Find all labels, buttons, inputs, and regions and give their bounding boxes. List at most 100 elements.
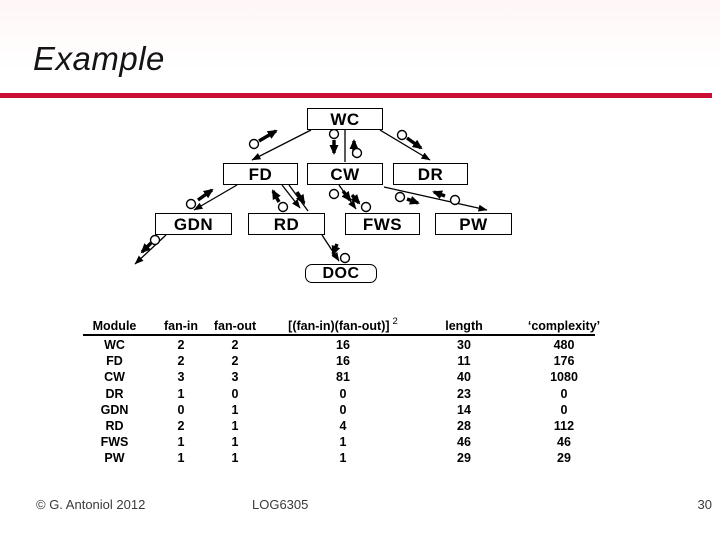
table-cell: 1 bbox=[231, 402, 239, 417]
node-wc: WC bbox=[307, 108, 383, 130]
table-cell: 11 bbox=[457, 354, 471, 369]
row-label: DR bbox=[105, 386, 124, 401]
table-cell: 23 bbox=[457, 386, 471, 401]
col-header-length: length bbox=[445, 318, 483, 333]
table-cell: 29 bbox=[557, 451, 571, 466]
table-cell: 1 bbox=[231, 419, 239, 434]
table-cell: 16 bbox=[336, 338, 350, 353]
table-cell: 2 bbox=[231, 338, 239, 353]
col-header-fan-out: fan-out bbox=[213, 318, 257, 333]
table-row-dr: DR 1 0 0 23 0 bbox=[83, 386, 632, 402]
table-cell: 1 bbox=[177, 435, 185, 450]
table-cell: 0 bbox=[177, 402, 185, 417]
table-cell: 1 bbox=[339, 435, 347, 450]
table-cell: 0 bbox=[560, 386, 568, 401]
node-label: WC bbox=[330, 109, 360, 129]
table-cell: 29 bbox=[457, 451, 471, 466]
edge-wc-dr bbox=[379, 129, 431, 161]
table-cell: 1 bbox=[177, 451, 185, 466]
table-cell: 2 bbox=[177, 338, 185, 353]
edge-fd-rd bbox=[271, 184, 309, 213]
node-pw: PW bbox=[435, 213, 512, 235]
table-cell: 2 bbox=[177, 419, 185, 434]
table-cell: 1 bbox=[231, 451, 239, 466]
table-cell: 112 bbox=[553, 419, 575, 434]
footer-page-number: 30 bbox=[697, 497, 712, 512]
node-label: RD bbox=[273, 214, 300, 234]
table-cell: 16 bbox=[336, 354, 350, 369]
table-cell: 176 bbox=[553, 354, 575, 369]
edge-cw-fws bbox=[328, 184, 372, 213]
row-label: WC bbox=[104, 338, 125, 353]
edge-wc-fd bbox=[248, 129, 312, 161]
row-label: GDN bbox=[100, 402, 129, 417]
table-cell: 1 bbox=[177, 386, 185, 401]
table-cell: 46 bbox=[557, 435, 571, 450]
table-cell: 0 bbox=[560, 402, 568, 417]
edge-gdn-out bbox=[134, 234, 167, 265]
footer-course-code: LOG6305 bbox=[252, 497, 309, 512]
product-exponent: 2 bbox=[392, 316, 398, 327]
table-cell: 1 bbox=[231, 435, 239, 450]
table-row-fd: FD 2 2 16 11 176 bbox=[83, 353, 632, 369]
table-row-wc: WC 2 2 16 30 480 bbox=[83, 337, 632, 353]
col-header-fan-in: fan-in bbox=[163, 318, 199, 333]
col-header-product: [(fan-in)(fan-out)]2 bbox=[254, 316, 432, 334]
table-cell: 46 bbox=[457, 435, 471, 450]
table-cell: 0 bbox=[339, 402, 347, 417]
table-cell: 0 bbox=[339, 386, 347, 401]
table-cell: 40 bbox=[457, 370, 471, 385]
slide-title: Example bbox=[33, 40, 165, 77]
node-rd: RD bbox=[248, 213, 325, 235]
table-header-row: Module fan-in fan-out [(fan-in)(fan-out)… bbox=[83, 316, 632, 334]
row-label: CW bbox=[104, 370, 125, 385]
node-label: FWS bbox=[362, 214, 403, 234]
table-row-pw: PW 1 1 1 29 29 bbox=[83, 450, 632, 466]
table-cell: 1080 bbox=[550, 370, 578, 385]
edge-rd-doc bbox=[321, 234, 351, 264]
table-row-fws: FWS 1 1 1 46 46 bbox=[83, 434, 632, 450]
node-cw: CW bbox=[307, 163, 383, 185]
node-label: CW bbox=[330, 164, 360, 184]
node-label: FD bbox=[248, 164, 273, 184]
edge-fd-gdn bbox=[185, 184, 238, 211]
table-body: WC 2 2 16 30 480 FD 2 2 16 11 176 CW 3 3… bbox=[83, 337, 632, 467]
col-header-complexity: ‘complexity’ bbox=[527, 318, 601, 333]
row-label: RD bbox=[105, 419, 124, 434]
table-cell: 480 bbox=[553, 338, 575, 353]
node-gdn: GDN bbox=[155, 213, 232, 235]
edge-cw-pw bbox=[383, 186, 488, 212]
edge-wc-cw bbox=[328, 128, 363, 162]
table-row-cw: CW 3 3 81 40 1080 bbox=[83, 369, 632, 385]
table-cell: 0 bbox=[231, 386, 239, 401]
row-label: PW bbox=[104, 451, 125, 466]
node-label: DR bbox=[417, 164, 444, 184]
node-doc: DOC bbox=[305, 264, 377, 283]
row-label: FWS bbox=[100, 435, 129, 450]
table-header-rule bbox=[83, 334, 595, 336]
table-cell: 2 bbox=[177, 354, 185, 369]
table-cell: 30 bbox=[457, 338, 471, 353]
table-cell: 1 bbox=[339, 451, 347, 466]
row-label: FD bbox=[106, 354, 123, 369]
node-fws: FWS bbox=[345, 213, 420, 235]
table-cell: 3 bbox=[231, 370, 239, 385]
node-label: GDN bbox=[173, 214, 214, 234]
table-row-gdn: GDN 0 1 0 14 0 bbox=[83, 402, 632, 418]
node-fd: FD bbox=[223, 163, 298, 185]
table-cell: 3 bbox=[177, 370, 185, 385]
title-underline bbox=[0, 93, 712, 98]
table-cell: 81 bbox=[336, 370, 350, 385]
product-formula: [(fan-in)(fan-out)] bbox=[288, 318, 390, 333]
footer-copyright: © G. Antoniol 2012 bbox=[36, 497, 146, 512]
table-row-rd: RD 2 1 4 28 112 bbox=[83, 418, 632, 434]
node-dr: DR bbox=[393, 163, 468, 185]
table-cell: 14 bbox=[457, 402, 471, 417]
col-header-module: Module bbox=[92, 318, 137, 333]
table-cell: 4 bbox=[339, 419, 347, 434]
node-label: PW bbox=[459, 214, 488, 234]
table-cell: 28 bbox=[457, 419, 471, 434]
